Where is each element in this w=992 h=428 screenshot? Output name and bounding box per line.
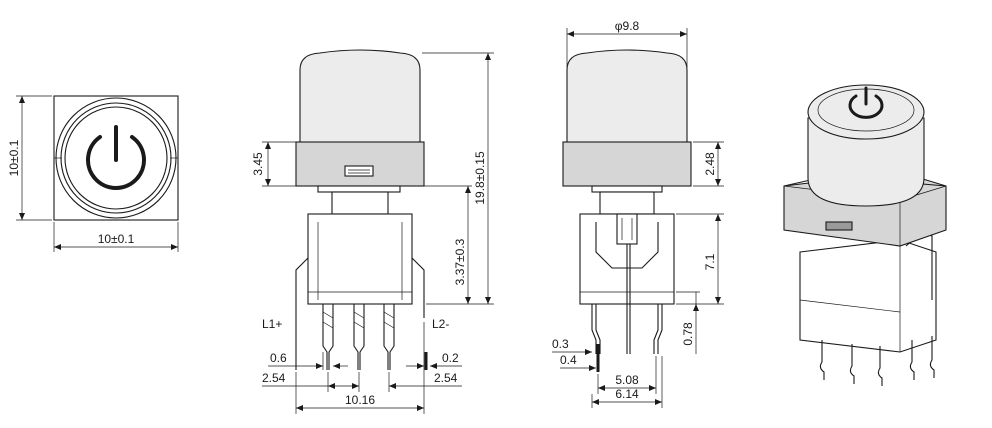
iso-cap-top (807, 84, 925, 140)
lead-right-label: L2- (432, 317, 449, 331)
tab-label-b: 0.4 (560, 353, 577, 367)
side-bracket-right (411, 257, 425, 318)
lead-left-label: L1+ (262, 317, 282, 331)
side-cap (299, 49, 421, 143)
total-height-label: 19.8±0.15 (473, 151, 487, 205)
pitch-right-label: 2.54 (434, 371, 458, 385)
pin-thickness-label: 0.2 (442, 351, 459, 365)
side-plunger (331, 191, 389, 215)
end-band (562, 141, 692, 187)
tab-label-a: 0.3 (552, 337, 569, 351)
side-band (295, 141, 425, 187)
front-height-label: 10±0.1 (7, 139, 21, 176)
side-pins (322, 304, 395, 370)
iso-cap (807, 117, 925, 207)
side-housing (307, 213, 413, 305)
side-bracket-left (295, 257, 309, 370)
body-height-label: 3.37±0.3 (453, 238, 467, 285)
power-icon (86, 125, 146, 190)
side-view: L1+ L2- 3.45 19.8±0.15 3.37±0.3 0.6 0.2 … (251, 49, 494, 414)
housing-height-label: 7.1 (703, 253, 717, 270)
cap-height-label: 3.45 (251, 152, 265, 176)
pin-span-label: 5.08 (615, 373, 639, 387)
end-cap (566, 49, 688, 143)
front-view: 10±0.1 10±0.1 (7, 95, 179, 252)
iso-housing (799, 239, 937, 353)
power-icon (848, 86, 884, 119)
front-width-label: 10±0.1 (98, 232, 135, 246)
iso-led-window (825, 221, 853, 231)
front-cap-inner (64, 106, 168, 210)
iso-pins (819, 336, 935, 386)
side-led-window (344, 165, 374, 177)
cap-diameter-label: φ9.8 (615, 19, 640, 33)
end-view: φ9.8 2.48 7.1 0.78 0.3 0.4 5.08 6.14 (552, 19, 724, 408)
outer-span-label: 6.14 (615, 387, 639, 401)
iso-view (783, 84, 947, 386)
pitch-left-label: 2.54 (262, 371, 286, 385)
standoff-label: 0.78 (681, 322, 695, 346)
overall-width-label: 10.16 (345, 393, 375, 407)
pin-width-label: 0.6 (270, 351, 287, 365)
band-height-label: 2.48 (703, 152, 717, 176)
